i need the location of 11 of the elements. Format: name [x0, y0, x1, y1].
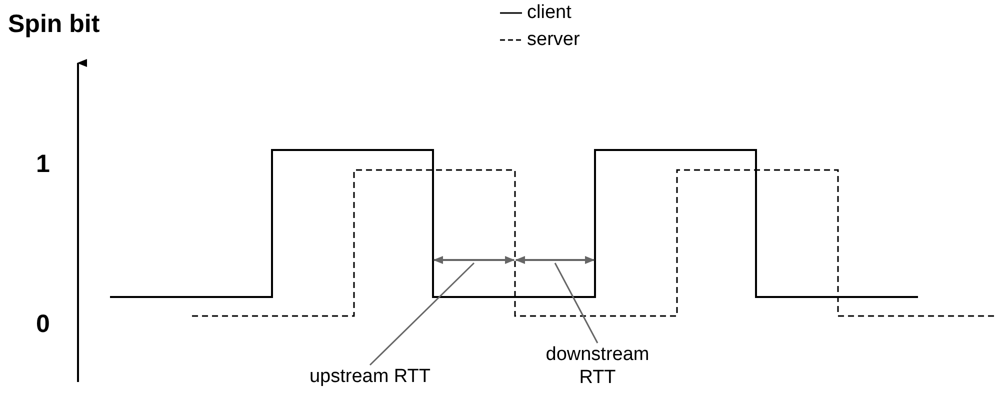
- legend-label: server: [527, 29, 580, 51]
- tick-label: 1: [36, 150, 50, 179]
- annotation-text: downstream RTT: [545, 343, 650, 389]
- annotation-text: upstream RTT: [305, 365, 435, 388]
- leader-line: [369, 262, 475, 366]
- axis-title: Spin bit: [8, 10, 100, 39]
- leader-line: [554, 262, 598, 344]
- tick-label: 0: [36, 310, 50, 339]
- double-arrow: [515, 256, 595, 264]
- double-arrow: [433, 256, 515, 264]
- legend-label: client: [527, 2, 572, 24]
